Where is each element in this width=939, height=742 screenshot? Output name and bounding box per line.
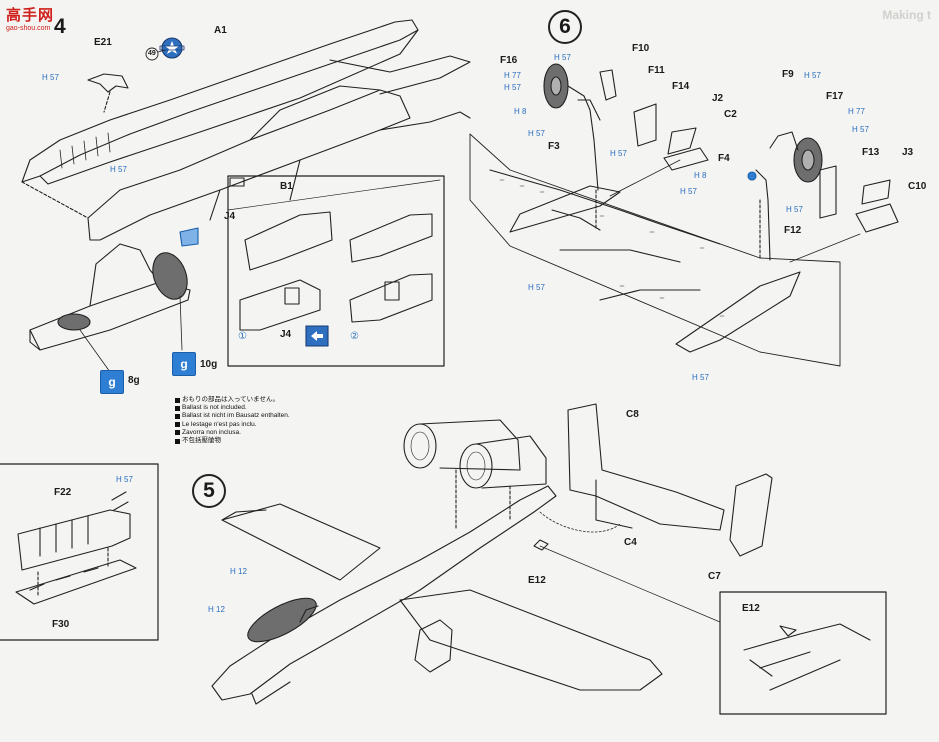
part-label-c8: C8 <box>626 409 639 420</box>
part-f22-panel <box>17 491 131 571</box>
note-line: おもりの部品は入っていません。 <box>182 396 279 403</box>
paint-code-h57: H 57 <box>786 205 803 214</box>
paint-code-h8: H 8 <box>694 171 707 180</box>
paint-code-h57: H 57 <box>692 373 709 382</box>
note-line: Zavorra non inclusa. <box>182 428 241 436</box>
part-label-f22: F22 <box>54 487 72 498</box>
fuselage-half-a1 <box>21 19 471 185</box>
paint-code-h57: H 57 <box>680 187 697 196</box>
paint-code-h77: H 77 <box>848 107 865 116</box>
landing-gear-left <box>543 63 657 191</box>
ballast-8g: 8g <box>128 375 140 386</box>
paint-code-h57: H 57 <box>504 83 521 92</box>
part-label-b1: B1 <box>280 181 293 192</box>
part-label-f17: F17 <box>826 91 844 102</box>
cockpit-tub <box>29 243 191 351</box>
note-line: 不包括壓艙物 <box>182 437 221 445</box>
paint-code-h57: H 57 <box>110 165 127 174</box>
star-insignia-icon <box>159 37 185 59</box>
engine-pods <box>403 419 547 489</box>
part-j4-shape <box>179 227 199 247</box>
step-number-5: 5 <box>192 474 226 508</box>
wing-underside <box>469 133 841 367</box>
note-line: Ballast is not included. <box>182 404 247 412</box>
site-logo-url: gao-shou.com <box>6 25 51 32</box>
inset-box-f22 <box>0 463 159 641</box>
part-label-f11: F11 <box>648 65 665 76</box>
subview-1: ① <box>238 331 247 342</box>
part-label-e21: E21 <box>94 37 112 48</box>
header-fragment: Making t <box>882 8 931 22</box>
paint-code-h12: H 12 <box>230 567 247 576</box>
paint-code-h77: H 77 <box>504 71 521 80</box>
part-label-c7: C7 <box>708 571 721 582</box>
paint-code-h57: H 57 <box>116 475 133 484</box>
paint-code-h57: H 57 <box>852 125 869 134</box>
paint-code-h57: H 57 <box>528 129 545 138</box>
part-label-f13: F13 <box>862 147 880 158</box>
inset-box-e12 <box>719 591 887 715</box>
part-j2-shape <box>667 127 697 155</box>
part-label-j3: J3 <box>902 147 914 158</box>
tail-assembly <box>567 403 773 557</box>
decal-number: 49 <box>148 50 156 57</box>
step-number-4: 4 <box>54 15 66 38</box>
part-label-f9: F9 <box>782 69 794 80</box>
ballast-10g: 10g <box>200 359 218 370</box>
subview-2: ② <box>350 331 359 342</box>
part-label-j4-inset: J4 <box>280 329 292 340</box>
part-label-f3: F3 <box>548 141 560 152</box>
part-label-c2: C2 <box>724 109 737 120</box>
decal-number-circle <box>145 47 159 61</box>
part-label-f14: F14 <box>672 81 690 92</box>
site-logo-name: 高手网 <box>6 7 55 24</box>
part-label-j2: J2 <box>712 93 724 104</box>
part-j3-shape <box>861 179 891 205</box>
part-label-a1: A1 <box>214 25 227 36</box>
ballast-weight-icon: g <box>100 370 124 394</box>
aircraft-top-view <box>211 485 663 705</box>
part-label-c10: C10 <box>908 181 927 192</box>
step-number-6: 6 <box>548 10 582 44</box>
part-label-j4: J4 <box>224 211 236 222</box>
part-f30-floor <box>15 559 137 605</box>
ballast-weight-icon: g <box>172 352 196 376</box>
part-label-f16: F16 <box>500 55 518 66</box>
part-label-e12: E12 <box>528 575 546 586</box>
landing-gear-right <box>747 131 837 261</box>
fuselage-half-b1 <box>87 85 471 241</box>
note-line: Ballast ist nicht im Bausatz enthalten. <box>182 412 290 420</box>
part-label-f10: F10 <box>632 43 650 54</box>
paint-code-h57: H 57 <box>804 71 821 80</box>
paint-code-h12: H 12 <box>208 605 225 614</box>
paint-code-h57: H 57 <box>528 283 545 292</box>
part-label-e12-inset: E12 <box>742 603 760 614</box>
inset-detail-box <box>227 175 445 367</box>
paint-code-h57: H 57 <box>610 149 627 158</box>
part-label-f4: F4 <box>718 153 730 164</box>
ballast-notes: おもりの部品は入っていません。 Ballast is not included.… <box>175 396 290 445</box>
paint-code-h57: H 57 <box>554 53 571 62</box>
part-label-c4: C4 <box>624 537 637 548</box>
paint-code-h57: H 57 <box>42 73 59 82</box>
site-logo: 高手网 gao-shou.com <box>6 4 54 32</box>
part-label-f30: F30 <box>52 619 70 630</box>
paint-code-h8: H 8 <box>514 107 527 116</box>
part-label-f12: F12 <box>784 225 802 236</box>
part-e21-shape <box>87 73 129 93</box>
note-line: Le lestage n'est pas inclu. <box>182 420 257 428</box>
